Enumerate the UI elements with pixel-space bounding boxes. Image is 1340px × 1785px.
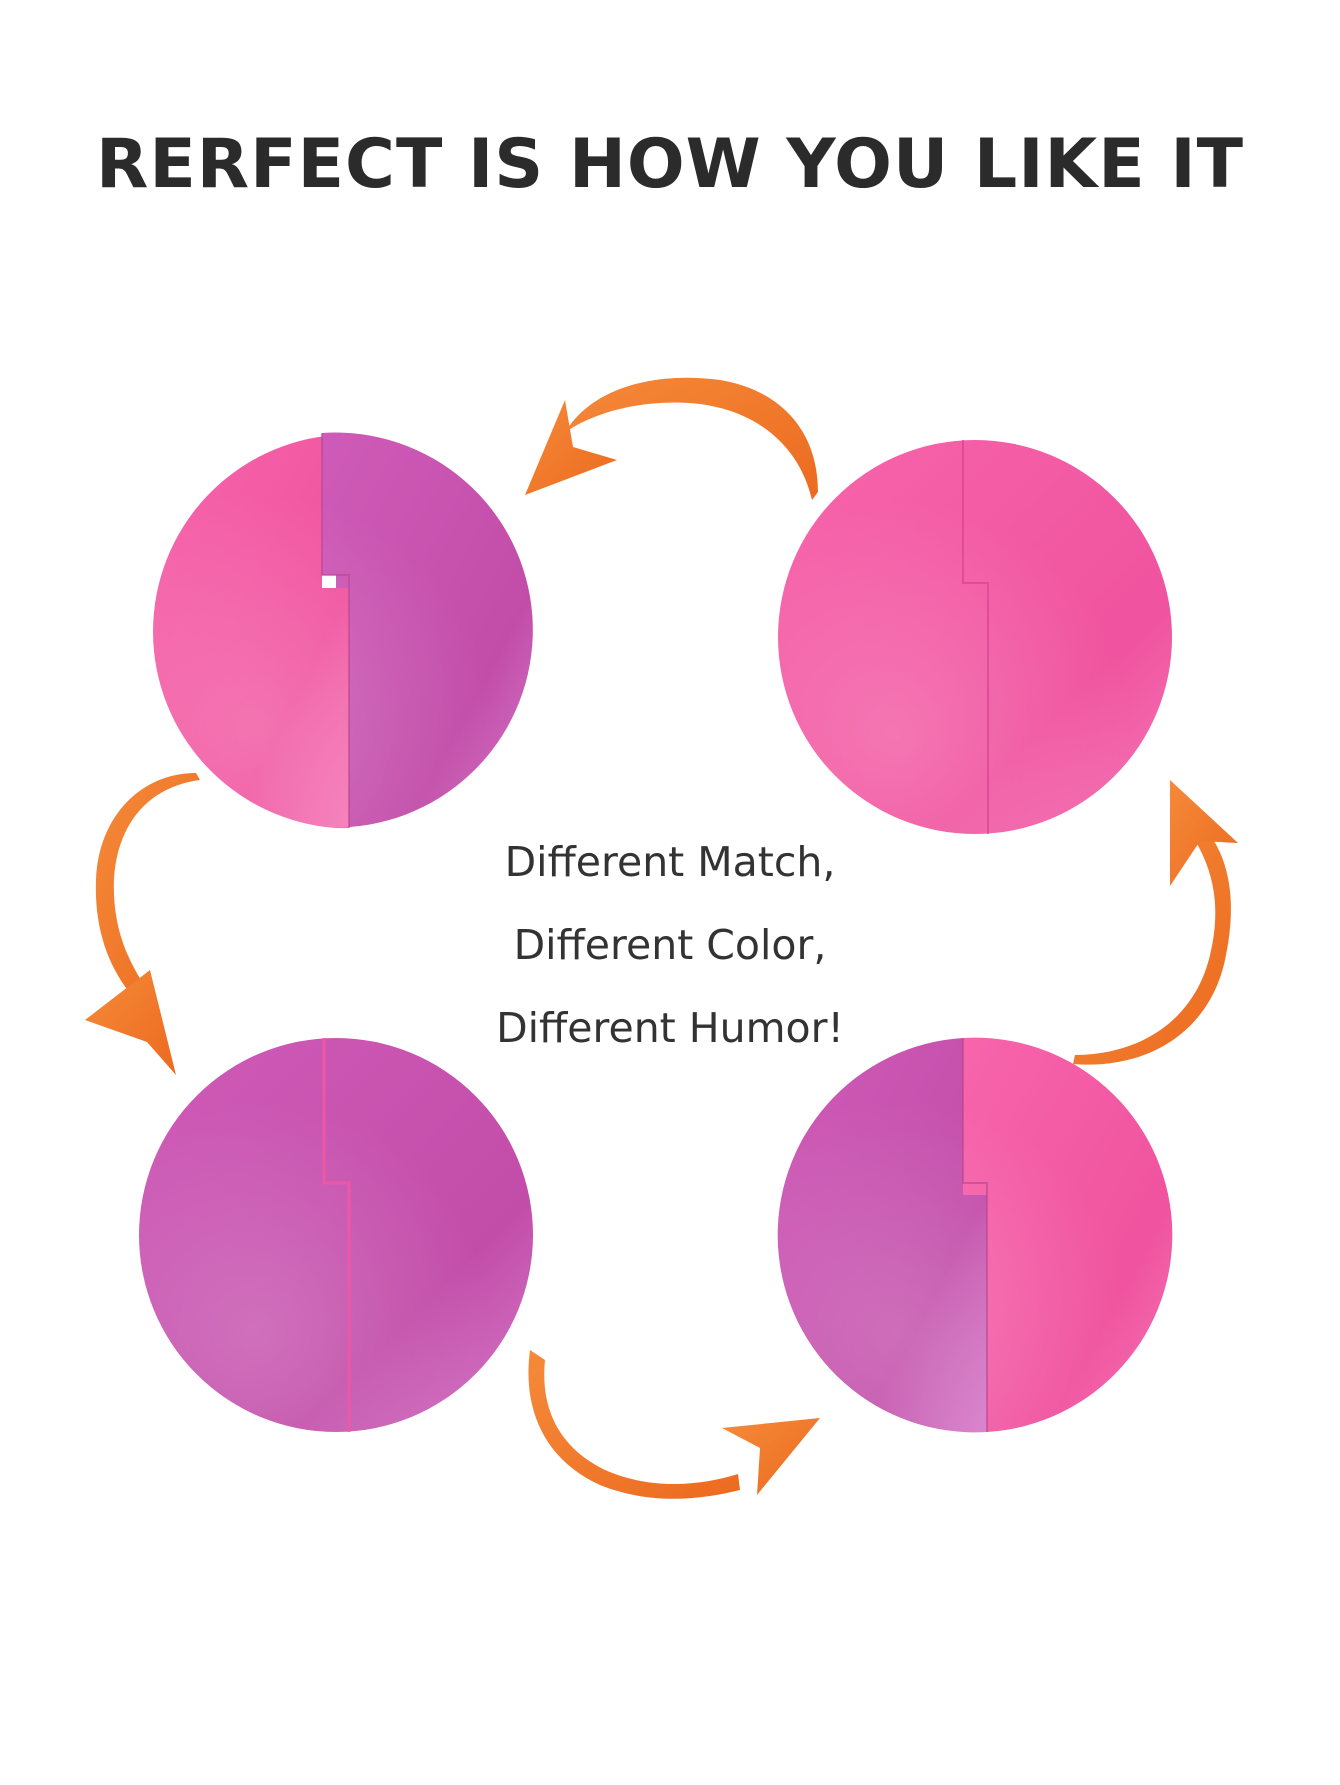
arrow-right (1073, 780, 1238, 1065)
compact-top-left (139, 432, 533, 829)
caption-line-1: Different Match, (504, 838, 836, 886)
compact-bottom-left (139, 1038, 533, 1432)
arrow-top (525, 377, 818, 500)
compact-top-right (778, 440, 1172, 834)
arrow-left (85, 773, 200, 1075)
page-title: RERFECT IS HOW YOU LIKE IT (95, 125, 1245, 204)
arrow-bottom (528, 1350, 820, 1499)
compact-bottom-right (777, 1037, 1173, 1433)
caption-line-3: Different Humor! (496, 1004, 844, 1052)
caption-line-2: Different Color, (513, 921, 827, 969)
